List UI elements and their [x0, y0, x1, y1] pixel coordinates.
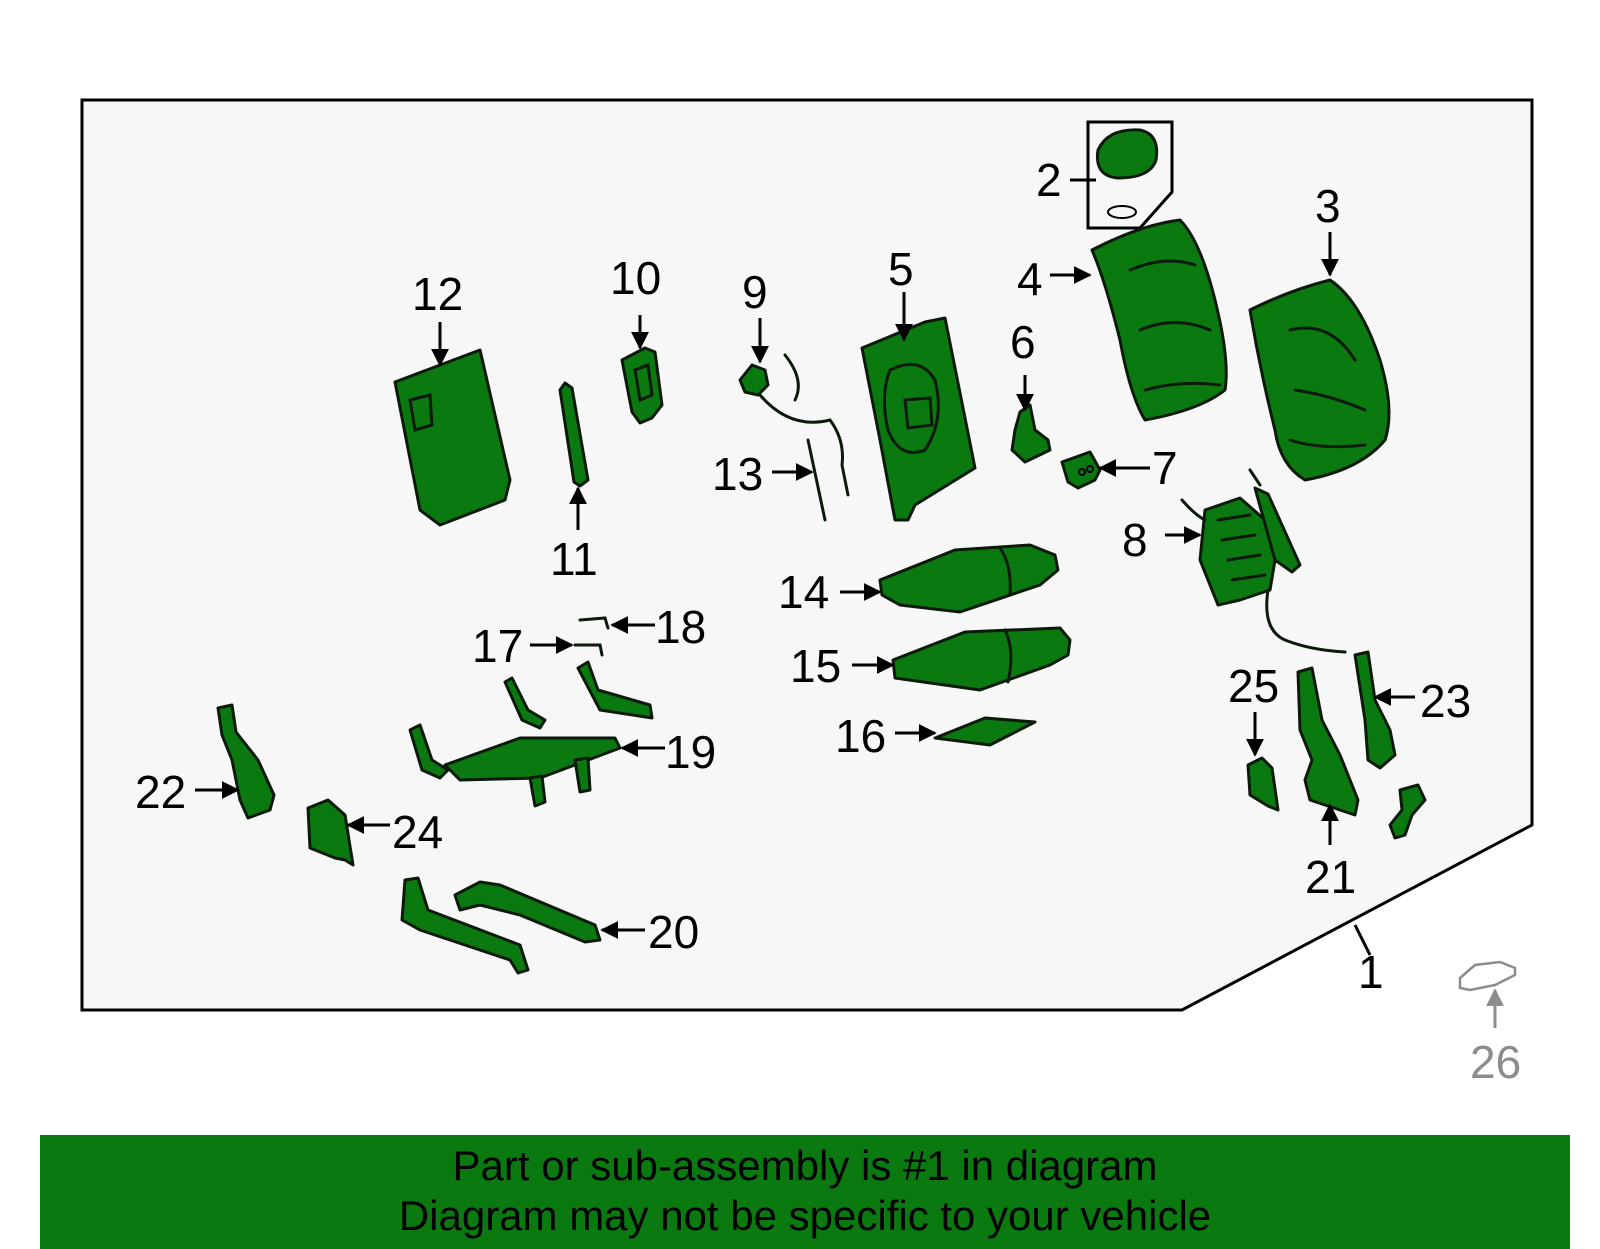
footer-banner: Part or sub-assembly is #1 in diagram Di…	[40, 1135, 1570, 1249]
callout-numbers: 1 2 3 4 5 6 7 8 9 10 11 12 13 14 15 16 1…	[135, 154, 1521, 1088]
part-9-harness[interactable]	[738, 353, 850, 497]
callout-21: 21	[1305, 851, 1356, 903]
part-20-track[interactable]	[400, 876, 602, 975]
part-22-trim-cover[interactable]	[216, 703, 276, 820]
part-14-cushion-cover[interactable]	[878, 543, 1060, 614]
part-15-cushion-pad[interactable]	[891, 626, 1072, 692]
part-13-rod[interactable]	[806, 438, 827, 522]
part-26-vehicle-icon[interactable]	[1458, 960, 1517, 992]
part-16-pad[interactable]	[933, 716, 1037, 747]
callout-13: 13	[712, 448, 763, 500]
callout-26: 26	[1470, 1036, 1521, 1088]
footer-line-1: Part or sub-assembly is #1 in diagram	[452, 1142, 1158, 1189]
leader-1	[1353, 924, 1372, 956]
callout-18: 18	[655, 601, 706, 653]
callout-17: 17	[472, 620, 523, 672]
callout-3: 3	[1315, 180, 1341, 232]
part-11-trim-strip[interactable]	[558, 381, 590, 488]
callout-1: 1	[1358, 946, 1384, 998]
part-3-seat-back[interactable]	[1248, 278, 1391, 482]
part-23-trim-cover[interactable]	[1353, 650, 1427, 840]
callout-6: 6	[1010, 316, 1036, 368]
part-12-back-panel[interactable]	[393, 348, 512, 527]
callout-12: 12	[412, 268, 463, 320]
callout-14: 14	[778, 566, 829, 618]
callout-20: 20	[648, 906, 699, 958]
part-24-cover[interactable]	[306, 798, 355, 867]
footer-line-2: Diagram may not be specific to your vehi…	[398, 1192, 1212, 1239]
callout-22: 22	[135, 766, 186, 818]
part-2-headrest[interactable]	[1086, 120, 1174, 230]
callout-5: 5	[888, 243, 914, 295]
leader-lines	[195, 178, 1504, 1028]
part-18-clip[interactable]	[578, 616, 610, 630]
callout-15: 15	[790, 640, 841, 692]
callout-8: 8	[1122, 514, 1148, 566]
callout-10: 10	[610, 252, 661, 304]
callout-2: 2	[1036, 154, 1062, 206]
callout-25: 25	[1228, 660, 1279, 712]
part-4-seat-back[interactable]	[1090, 218, 1228, 422]
part-19-cushion-frame[interactable]	[408, 660, 654, 808]
part-7-switch[interactable]	[1060, 450, 1102, 490]
part-21-side-shield[interactable]	[1296, 666, 1360, 817]
callout-11: 11	[550, 533, 598, 585]
callout-4: 4	[1017, 253, 1043, 305]
callout-19: 19	[665, 726, 716, 778]
callout-16: 16	[835, 710, 886, 762]
callout-23: 23	[1420, 675, 1471, 727]
part-17-clip[interactable]	[573, 643, 604, 657]
part-6-bracket[interactable]	[1010, 403, 1052, 464]
part-8-recliner-frame[interactable]	[1180, 468, 1347, 654]
callout-24: 24	[392, 806, 443, 858]
callout-9: 9	[742, 266, 768, 318]
part-25-cap[interactable]	[1246, 756, 1280, 812]
part-5-back-frame[interactable]	[860, 316, 977, 522]
callout-7: 7	[1152, 442, 1178, 494]
